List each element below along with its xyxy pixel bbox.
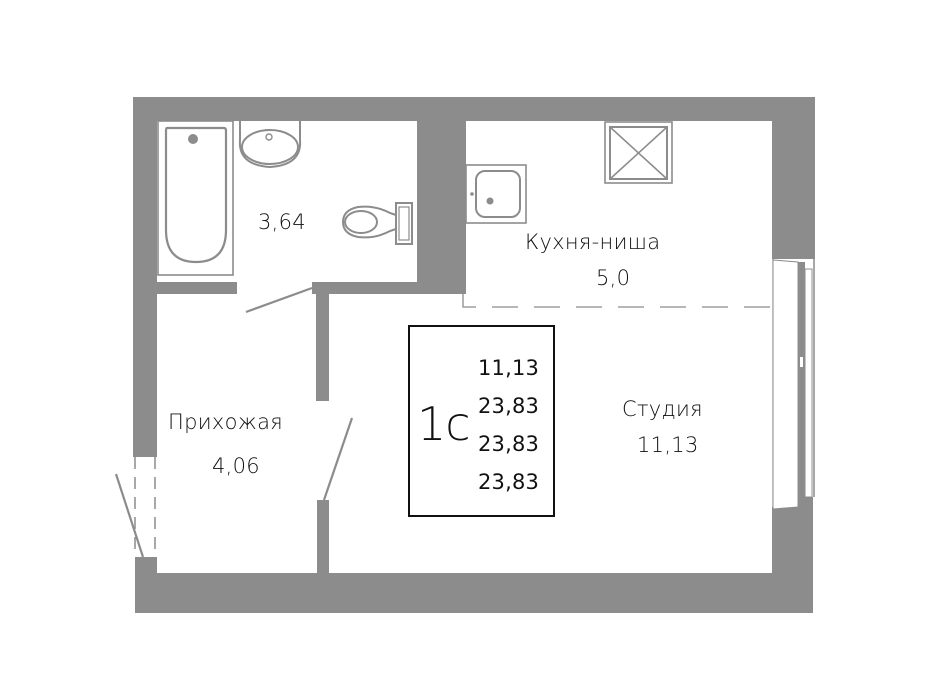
apartment-summary-box: 1с 11,13 23,83 23,83 23,83 [408, 325, 555, 517]
bathroom-floor [157, 128, 417, 282]
studio-area: 11,13 [637, 433, 699, 457]
bathtub-icon [157, 120, 234, 276]
window [772, 259, 815, 510]
bathroom-floor-top-2 [237, 121, 303, 129]
doors [114, 286, 354, 558]
kitchen-area: 5,0 [596, 266, 631, 290]
apartment-type: 1с [417, 397, 471, 451]
living-area-value: 11,13 [478, 356, 540, 380]
kitchen-sink-icon [465, 164, 527, 224]
summary-values: 11,13 23,83 23,83 23,83 [478, 349, 539, 501]
toilet-icon [341, 202, 413, 245]
entrance-opening [134, 457, 156, 557]
total-area-value: 23,83 [478, 394, 540, 418]
studio-door-leaf [322, 417, 354, 501]
entrance-door-leaf [114, 473, 145, 558]
kitchen-name: Кухня-ниша [525, 230, 661, 254]
bathroom-floor-top [157, 121, 237, 129]
kitchen-boundary [462, 294, 773, 308]
area-value-2: 23,83 [478, 432, 540, 456]
stove-icon [604, 121, 673, 184]
hallway-name: Прихожая [168, 410, 283, 434]
walls [133, 97, 815, 613]
bathroom-door-leaf [245, 286, 313, 314]
area-value-3: 23,83 [478, 470, 540, 494]
hallway-area: 4,06 [212, 454, 260, 478]
washbasin-icon [238, 121, 302, 169]
bathroom-area: 3,64 [258, 210, 306, 234]
studio-name: Студия [622, 397, 703, 421]
